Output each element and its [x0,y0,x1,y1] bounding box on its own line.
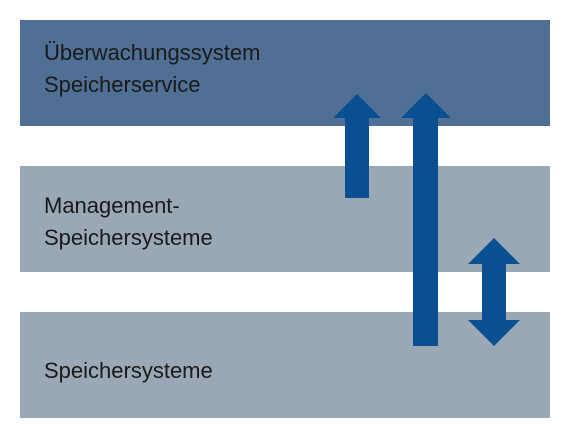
layer-label-line: Speicherservice [44,72,201,97]
layer-management-storage-systems: Management- Speichersysteme [20,166,550,272]
layer-label: Management- Speichersysteme [44,190,213,254]
layer-label: Überwachungssystem Speicherservice [44,37,260,101]
layer-label-line: Überwachungssystem [44,40,261,65]
layer-label: Speichersysteme [44,355,213,387]
layer-label-line: Speichersysteme [44,225,213,250]
layer-label-line: Management- [44,193,180,218]
layer-monitoring-storage-service: Überwachungssystem Speicherservice [20,20,550,126]
layer-storage-systems: Speichersysteme [20,312,550,418]
layer-label-line: Speichersysteme [44,358,213,383]
